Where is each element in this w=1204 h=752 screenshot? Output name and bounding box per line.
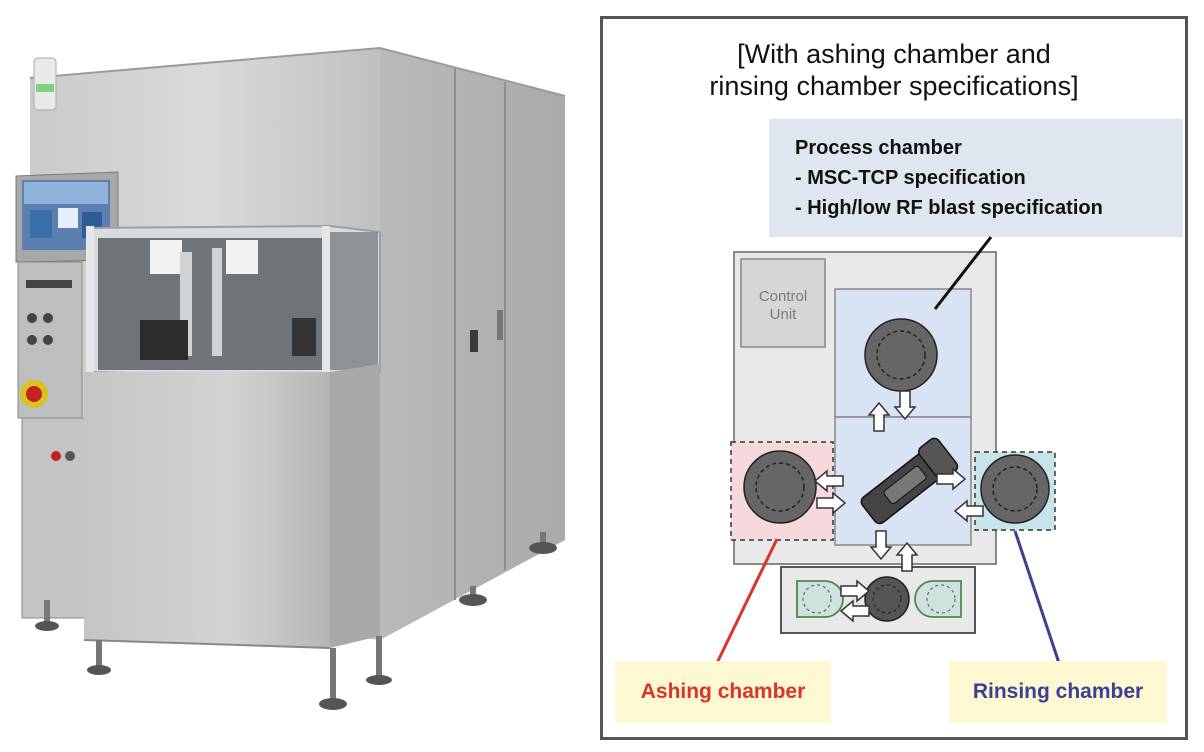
ashing-wafer-icon [743,450,817,524]
process-chamber-leader [933,236,993,310]
layout-diagram-frame: [With ashing chamber and rinsing chamber… [600,16,1188,740]
control-panel [17,261,87,619]
control-unit-label-2: Unit [770,306,798,323]
ashing-chamber-callout: Ashing chamber [615,661,831,723]
ashing-chamber-leader [715,538,779,664]
lower-cabinet [83,364,380,649]
ashing-chamber-label: Ashing chamber [640,680,806,703]
cassette-left-icon [796,580,844,618]
control-unit-box [740,258,826,348]
process-chamber-heading: Process chamber [795,137,962,159]
rinsing-chamber-leader [1013,530,1061,664]
diagram-title-line-1: [With ashing chamber and [737,39,1051,69]
equipment-photo [15,47,566,710]
rinsing-chamber-callout: Rinsing chamber [949,661,1167,723]
floor-layout: Control Unit [715,236,1061,664]
control-unit-label-1: Control [759,288,807,305]
process-spec-msc-tcp: - MSC-TCP specification [795,167,1026,189]
diagram-title-line-2: rinsing chamber specifications] [709,71,1079,101]
process-chamber-callout: Process chamber - MSC-TCP specification … [769,119,1183,237]
glass-enclosure [86,224,381,380]
process-spec-rf-blast: - High/low RF blast specification [795,197,1103,219]
process-wafer-icon [864,318,938,392]
loadport-wafer-center-icon [864,576,910,622]
signal-tower-icon [33,57,57,111]
rinsing-wafer-icon [980,454,1050,524]
transfer-robot-icon [860,437,959,525]
cassette-right-icon [914,580,962,618]
leveling-feet [35,532,557,710]
rinsing-chamber-label: Rinsing chamber [972,680,1144,703]
